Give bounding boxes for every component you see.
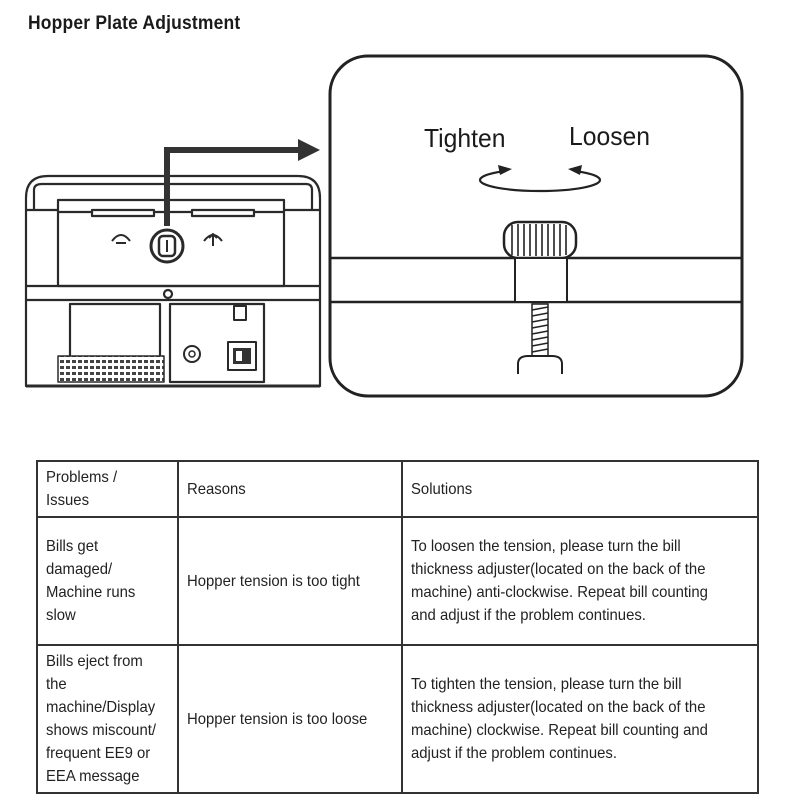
problem-cell: Bills eject from the machine/Display sho… — [36, 644, 179, 794]
troubleshooting-table: Problems / Issues Reasons Solutions Bill… — [36, 460, 759, 794]
header-reasons: Reasons — [177, 460, 403, 518]
table-header-row: Problems / Issues Reasons Solutions — [36, 460, 759, 518]
tighten-label: Tighten — [424, 123, 506, 153]
solution-cell: To loosen the tension, please turn the b… — [401, 516, 759, 646]
page-title: Hopper Plate Adjustment — [28, 13, 241, 34]
reason-cell: Hopper tension is too tight — [177, 516, 403, 646]
diagram-illustration — [24, 54, 744, 398]
table-row: Bills eject from the machine/Display sho… — [36, 644, 759, 794]
reason-cell: Hopper tension is too loose — [177, 644, 403, 794]
loosen-label: Loosen — [569, 121, 651, 151]
detail-panel — [328, 54, 744, 398]
header-solutions: Solutions — [401, 460, 759, 518]
pointer-arrow — [164, 139, 320, 226]
hopper-adjustment-diagram: Tighten Loosen — [24, 54, 744, 398]
problem-cell: Bills get damaged/ Machine runs slow — [36, 516, 179, 646]
table-row: Bills get damaged/ Machine runs slow Hop… — [36, 516, 759, 646]
header-problems: Problems / Issues — [36, 460, 179, 518]
machine-back-view — [24, 174, 322, 388]
solution-cell: To tighten the tension, please turn the … — [401, 644, 759, 794]
